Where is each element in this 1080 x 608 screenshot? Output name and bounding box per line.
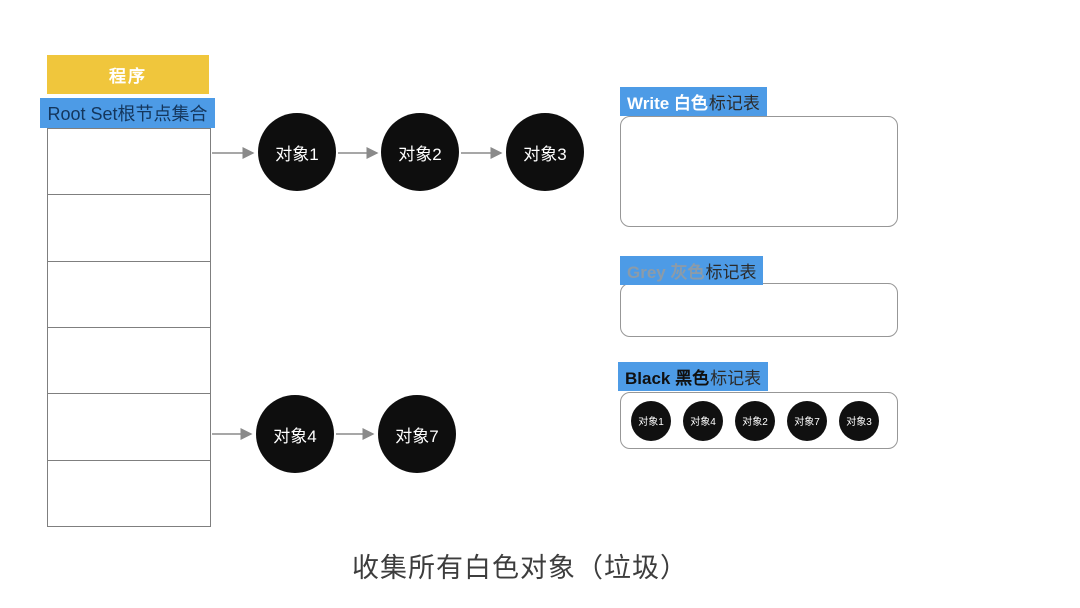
program-header: 程序 [47, 55, 209, 94]
mini-node-label: 对象3 [846, 417, 872, 428]
black-mark-table-label: Black 黑色 标记表 [618, 362, 769, 391]
stack-cell [48, 129, 210, 196]
object-node-7: 对象7 [378, 395, 456, 473]
black-mark-table-label-cn: 标记表 [710, 369, 762, 388]
diagram-caption: 收集所有白色对象（垃圾） [352, 553, 688, 583]
black-mark-table-box: 对象1 对象4 对象2 对象7 对象3 [620, 392, 898, 449]
white-mark-table-label: Write 白色 标记表 [620, 87, 767, 116]
black-marked-object: 对象3 [839, 400, 879, 441]
object-node-2: 对象2 [381, 113, 459, 191]
stack-cell [48, 262, 210, 328]
white-mark-table-box [620, 116, 898, 227]
white-mark-table-label-en: Write 白色 [627, 94, 708, 113]
stack-cell [48, 195, 210, 262]
grey-mark-table-label: Grey 灰色 标记表 [620, 256, 764, 285]
grey-mark-table-box [620, 283, 898, 337]
stack-cell [48, 394, 210, 461]
mini-node-label: 对象2 [742, 417, 768, 428]
object-node-label: 对象2 [398, 144, 442, 164]
grey-mark-table-label-cn: 标记表 [705, 263, 757, 282]
black-marked-object: 对象4 [683, 400, 723, 441]
black-marked-object: 对象1 [631, 400, 671, 441]
root-set-band: Root Set根节点集合 [40, 98, 215, 128]
mini-node-label: 对象1 [638, 417, 664, 428]
object-node-label: 对象1 [275, 144, 319, 164]
mini-node-label: 对象4 [690, 417, 716, 428]
stack-cell [48, 328, 210, 395]
root-set-stack [47, 128, 211, 527]
object-node-label: 对象4 [273, 426, 317, 446]
grey-mark-table-label-en: Grey 灰色 [627, 263, 705, 282]
root-set-label: Root Set根节点集合 [47, 104, 208, 124]
black-mark-table-label-en: Black 黑色 [625, 369, 710, 388]
black-marked-object: 对象2 [735, 400, 775, 441]
object-node-label: 对象7 [395, 426, 439, 446]
object-node-4: 对象4 [256, 395, 334, 473]
stack-cell [48, 461, 210, 526]
mini-node-label: 对象7 [794, 417, 820, 428]
object-node-3: 对象3 [506, 113, 584, 191]
black-marked-object: 对象7 [787, 400, 827, 441]
object-node-1: 对象1 [258, 113, 336, 191]
white-mark-table-label-cn: 标记表 [708, 94, 760, 113]
program-header-label: 程序 [109, 67, 147, 86]
object-node-label: 对象3 [523, 144, 567, 164]
